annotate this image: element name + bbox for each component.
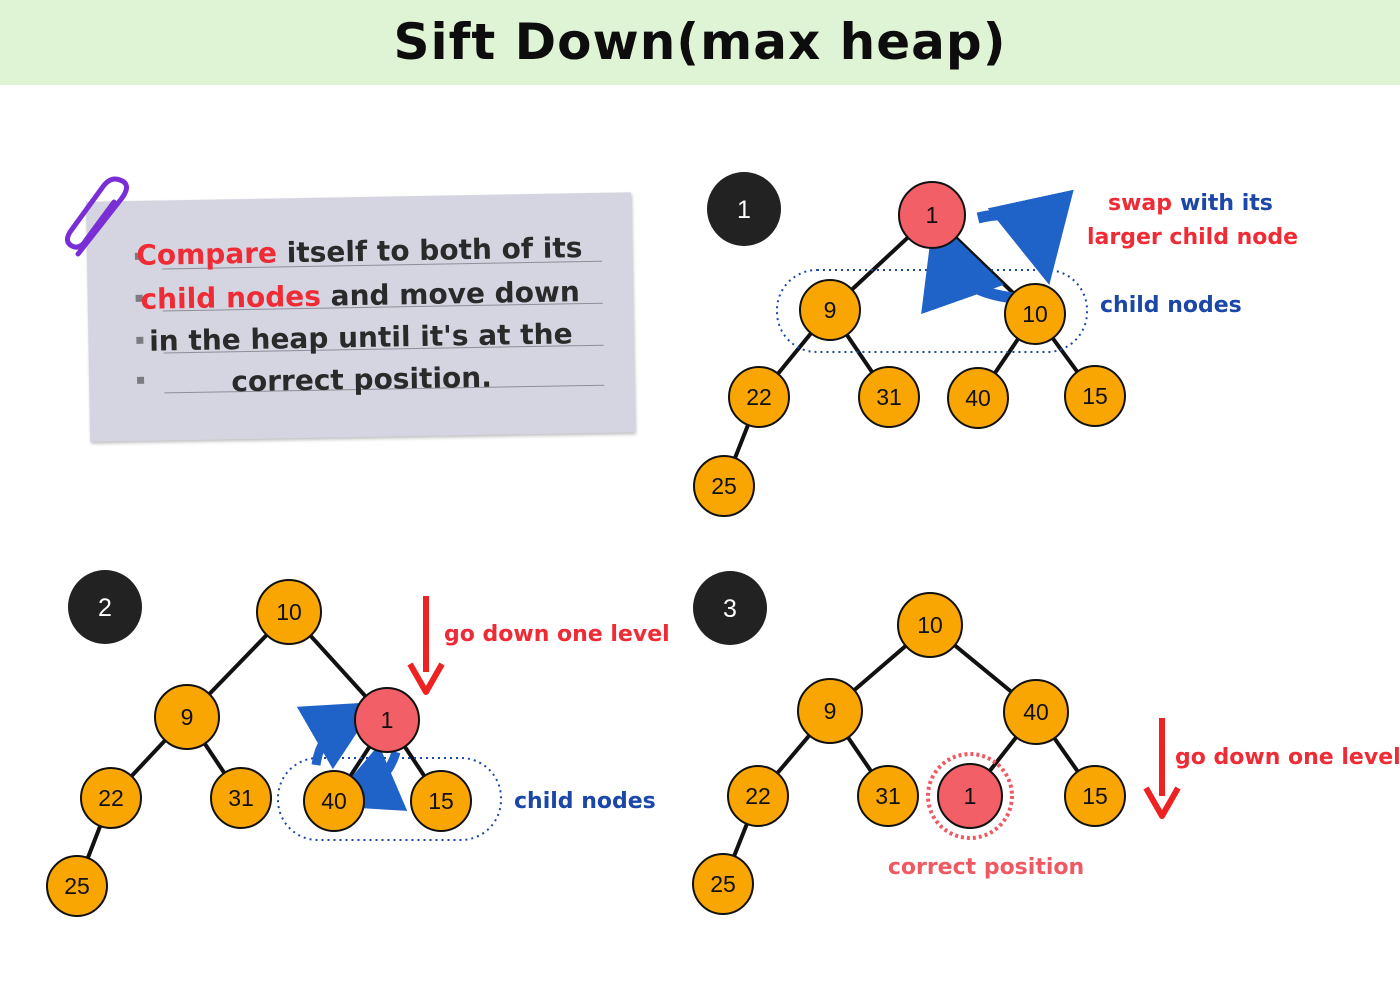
heap-node: 1 [898, 181, 966, 249]
title-bar [0, 0, 1400, 85]
step-3: 10 9 40 22 31 1 15 25 3 go down one leve… [692, 571, 1400, 915]
node-value: 31 [876, 384, 902, 410]
heap-node: 25 [46, 855, 108, 917]
child-nodes-label: child nodes [514, 789, 656, 814]
node-value: 1 [964, 783, 977, 809]
step-number: 1 [737, 196, 751, 224]
swap-arrow-icon [921, 216, 1015, 315]
paperclip-icon [64, 176, 129, 257]
correct-position-label: correct position [888, 855, 1084, 880]
node-value: 9 [181, 704, 194, 730]
child-nodes-label: child nodes [1100, 293, 1242, 318]
heap-node: 10 [256, 579, 322, 645]
node-value: 15 [1082, 783, 1108, 809]
node-value: 1 [926, 202, 939, 228]
step-badge: 3 [693, 571, 767, 645]
swap-arrow-icon [326, 744, 408, 811]
tree-edges [722, 213, 1097, 487]
heap-node: 1 [354, 687, 420, 753]
node-value: 15 [428, 788, 454, 814]
heap-node: 40 [1003, 679, 1069, 745]
swap-arrow-icon [976, 189, 1074, 285]
node-value: 22 [746, 384, 772, 410]
heap-node: 40 [947, 367, 1009, 429]
node-value: 25 [710, 871, 736, 897]
heap-node: 22 [727, 765, 789, 827]
node-value: 10 [276, 599, 302, 625]
step-number: 2 [98, 594, 112, 622]
node-value: 25 [64, 873, 90, 899]
node-value: 22 [98, 785, 124, 811]
swap-annotation-line-2: larger child node [1087, 225, 1298, 250]
down-arrow-icon [1143, 718, 1181, 819]
heap-node: 10 [1004, 283, 1066, 345]
step-badge: 2 [68, 570, 142, 644]
node-value: 40 [321, 788, 347, 814]
node-value: 9 [824, 297, 837, 323]
heap-node: 31 [210, 767, 272, 829]
correct-position-outline [926, 752, 1014, 840]
heap-node: 10 [897, 592, 963, 658]
page-title: Sift Down(max heap) [393, 13, 1007, 71]
heap-node: 1 [937, 763, 1003, 829]
heap-node: 9 [154, 684, 220, 750]
heap-node: 15 [1064, 765, 1126, 827]
tree-edges [721, 623, 1097, 885]
heap-node: 15 [1064, 365, 1126, 427]
node-value: 10 [1022, 301, 1048, 327]
node-value: 40 [965, 385, 991, 411]
down-arrow-icon [407, 596, 445, 695]
heap-node: 22 [728, 366, 790, 428]
heap-node: 40 [303, 770, 365, 832]
heap-node: 25 [693, 455, 755, 517]
node-value: 31 [875, 783, 901, 809]
node-value: 22 [745, 783, 771, 809]
node-value: 31 [228, 785, 254, 811]
go-down-label: go down one level [1175, 745, 1400, 770]
node-value: 10 [917, 612, 943, 638]
heap-node: 15 [410, 770, 472, 832]
node-value: 15 [1082, 383, 1108, 409]
step-badge: 1 [707, 172, 781, 246]
heap-node: 9 [797, 678, 863, 744]
heap-node: 22 [80, 767, 142, 829]
step-2: 10 9 1 22 31 40 15 25 2 go down one leve… [46, 570, 670, 917]
heap-node: 25 [692, 853, 754, 915]
step-number: 3 [723, 595, 737, 623]
heap-node: 31 [858, 366, 920, 428]
swap-arrow-icon [296, 701, 378, 770]
node-value: 40 [1023, 699, 1049, 725]
node-value: 25 [711, 473, 737, 499]
heap-node: 9 [799, 279, 861, 341]
node-value: 9 [824, 698, 837, 724]
heap-node: 31 [857, 765, 919, 827]
go-down-label: go down one level [444, 622, 670, 647]
node-value: 1 [381, 707, 394, 733]
